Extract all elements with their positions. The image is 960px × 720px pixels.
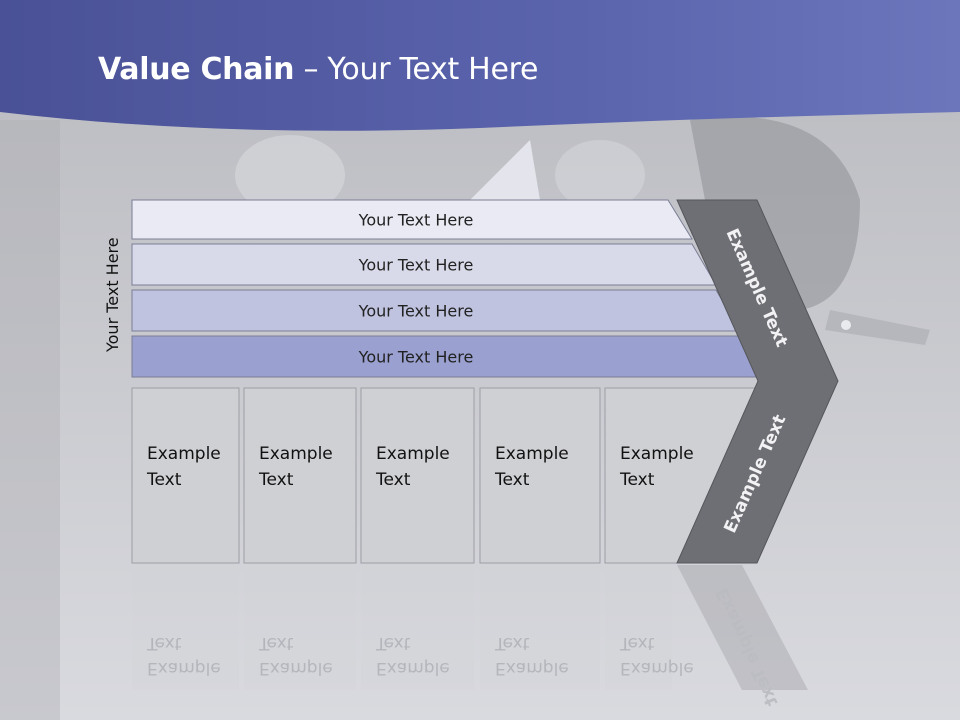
cell-1-line1: Example [147,444,221,464]
cell-1-reflection-line1: Example [147,658,221,678]
cell-3-reflection-line1: Example [376,658,450,678]
band-1 [131,199,693,240]
cell-1 [131,387,240,564]
cell-3-reflection-line2: Text [375,633,411,653]
cell-2 [243,387,357,564]
cell-4 [479,387,601,564]
slide-title: Value Chain – Your Text Here [98,52,538,87]
title-bold: Value Chain [98,52,295,87]
cell-2-line2: Text [258,470,294,490]
title-rest: – Your Text Here [294,52,539,87]
cell-2-reflection-line2: Text [258,633,294,653]
reflection: TextExampleTextExampleTextExampleTextExa… [132,565,808,709]
cell-4-line1: Example [495,444,569,464]
chevron-reflection: Example Text [677,565,808,709]
cell-2-line1: Example [259,444,333,464]
cell-1-line2: Text [146,470,182,490]
band-4-label: Your Text Here [358,348,474,367]
cell-4-reflection-line2: Text [494,633,530,653]
cell-5-reflection-line1: Example [620,658,694,678]
cell-5-reflection-line2: Text [619,633,655,653]
cell-3 [360,387,475,564]
cell-1-reflection-line2: Text [146,633,182,653]
cell-3-line1: Example [376,444,450,464]
cell-5-line1: Example [620,444,694,464]
band-2-label: Your Text Here [358,256,474,275]
chevron-arrow [676,199,839,564]
cell-2-reflection-line1: Example [259,658,333,678]
cell-4-reflection-line1: Example [495,658,569,678]
band-3-label: Your Text Here [358,302,474,321]
cell-3-line2: Text [375,470,411,490]
band-1-label: Your Text Here [358,211,474,230]
cell-5-line2: Text [619,470,655,490]
cell-4-line2: Text [494,470,530,490]
